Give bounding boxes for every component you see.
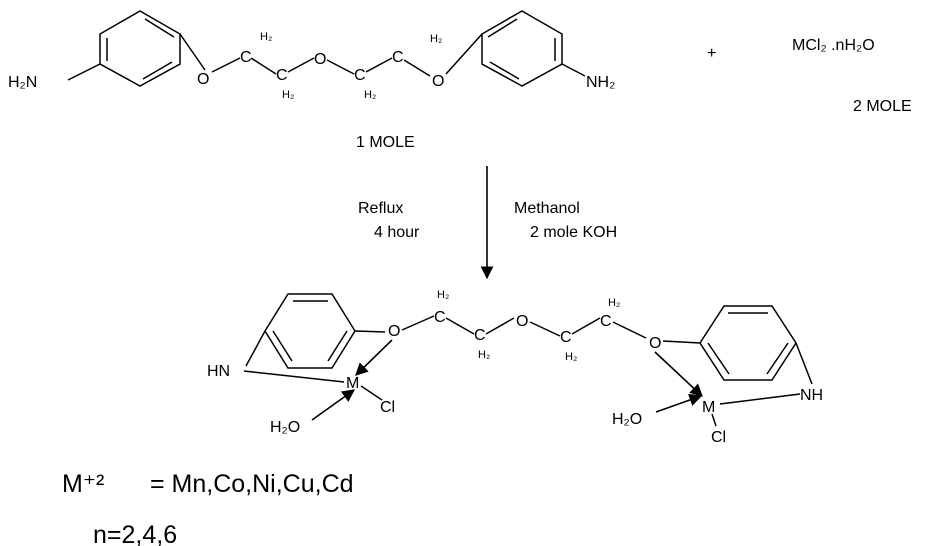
metal-salt-formula: MCl₂ .nH₂O [792, 37, 875, 54]
metal-right: M [702, 399, 715, 416]
reactant-amount: 1 MOLE [356, 134, 415, 151]
legend: M⁺² = Mn,Co,Ni,Cu,Cd n=2,4,6 [62, 470, 354, 546]
water-right: H₂O [612, 411, 642, 428]
methylene-carbon-4: C [392, 49, 404, 66]
product-h2-1: H₂ [437, 289, 449, 301]
product-carbon-3: C [560, 329, 572, 346]
ether-oxygen-2: O [314, 51, 326, 68]
product-h2-4: H₂ [608, 297, 620, 309]
product-ring-right [699, 305, 797, 381]
methylene-carbon-2: C [276, 67, 288, 84]
methylene-h2-3: H₂ [364, 89, 376, 101]
product-nh-right: NH [800, 387, 823, 404]
ether-oxygen-1: O [197, 71, 209, 88]
reagent-amount: 2 MOLE [853, 98, 912, 115]
metal-charge-label: M⁺² [62, 470, 104, 498]
coordinate-bond-water-right [655, 393, 703, 413]
product-ring-left [264, 293, 356, 369]
water-left: H₂O [270, 419, 300, 436]
reagent: + MCl₂ .nH₂O 2 MOLE [707, 37, 912, 115]
coordinate-bond-o3 [654, 351, 703, 397]
hydration-values: n=2,4,6 [93, 521, 177, 546]
product-h2-2: H₂ [478, 349, 490, 361]
methylene-carbon-1: C [240, 49, 252, 66]
methylene-carbon-3: C [354, 67, 366, 84]
product-oxygen-3: O [649, 335, 661, 352]
methylene-h2-4: H₂ [430, 33, 442, 45]
coordinate-bond-o1 [355, 339, 393, 376]
benzene-ring-left [99, 10, 181, 87]
amine-left-label: H₂N [8, 74, 37, 91]
product-carbon-4: C [600, 313, 612, 330]
condition-base: 2 mole KOH [530, 224, 617, 241]
ether-oxygen-3: O [432, 73, 444, 90]
benzene-ring-right [481, 10, 563, 87]
reaction-arrow-group: Reflux 4 hour Methanol 2 mole KOH [358, 166, 617, 280]
product-oxygen-2: O [516, 313, 528, 330]
product-carbon-1: C [434, 309, 446, 326]
methylene-h2-1: H₂ [260, 31, 272, 43]
condition-time: 4 hour [374, 224, 420, 241]
reactant-molecule: H₂N O C H₂ C H₂ O C H₂ C H₂ O NH₂ 1 MOLE [8, 10, 615, 151]
condition-reflux: Reflux [358, 200, 403, 217]
product-carbon-2: C [474, 327, 486, 344]
chloride-right: Cl [711, 429, 726, 446]
methylene-h2-2: H₂ [282, 89, 294, 101]
chloride-left: Cl [380, 399, 395, 416]
amine-right-label: NH₂ [586, 74, 615, 91]
product-oxygen-1: O [388, 323, 400, 340]
metal-left: M [346, 375, 359, 392]
plus-sign: + [707, 45, 716, 62]
product-nh-left: HN [207, 363, 230, 380]
metal-list: = Mn,Co,Ni,Cu,Cd [150, 470, 354, 498]
condition-solvent: Methanol [514, 200, 580, 217]
coordinate-bond-water-left [311, 389, 356, 421]
product-complex: HN O M Cl H₂O C H₂ C H₂ O C H₂ C H₂ O [207, 289, 823, 446]
product-h2-3: H₂ [565, 351, 577, 363]
